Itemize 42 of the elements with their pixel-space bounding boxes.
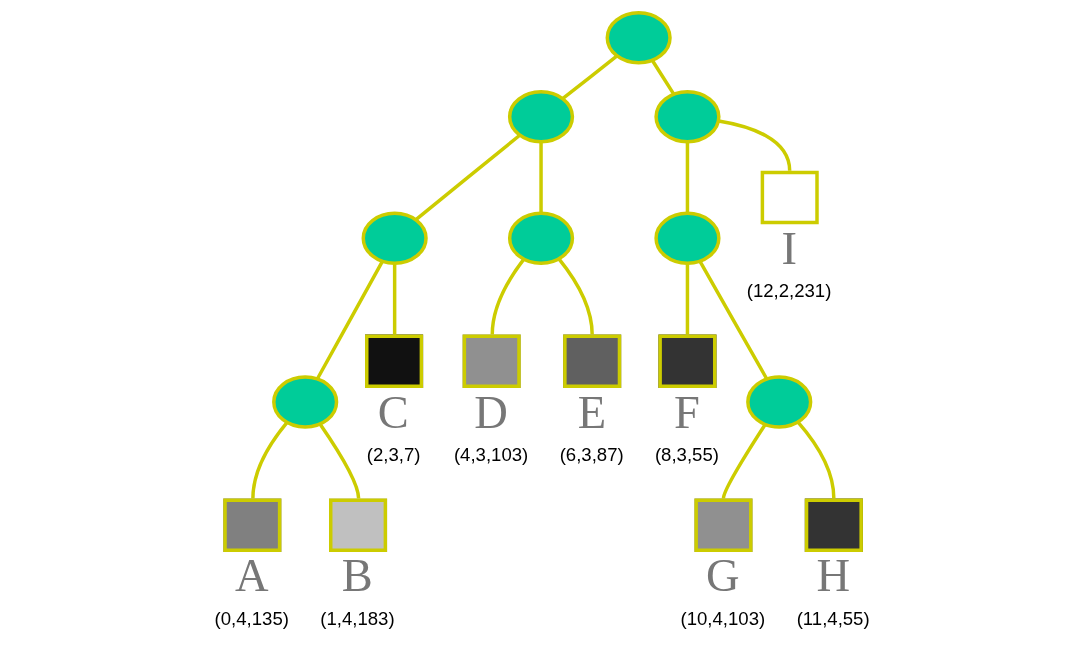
connector — [650, 59, 676, 95]
node-label: (12,2,231) — [746, 280, 832, 302]
connector — [392, 263, 397, 335]
node-circle — [746, 375, 813, 429]
node-circle — [507, 211, 575, 265]
node-circle — [272, 375, 339, 429]
node-label: (8,3,55) — [654, 444, 719, 466]
connector — [318, 423, 361, 499]
node-label: A — [234, 550, 269, 602]
node-label: H — [816, 550, 850, 602]
connector — [251, 421, 289, 499]
node-circle — [605, 11, 672, 65]
connector — [490, 258, 526, 335]
connector — [685, 263, 690, 335]
node-label: D — [474, 386, 508, 438]
connector — [557, 257, 594, 335]
node-label: (11,4,55) — [796, 607, 870, 629]
node-label: (2,3,7) — [366, 444, 421, 466]
node-label: C — [377, 386, 409, 438]
node-label: F — [674, 386, 700, 438]
connector — [721, 423, 767, 499]
node-label: E — [577, 386, 607, 438]
connector — [561, 54, 619, 100]
node-circle — [654, 90, 721, 144]
connector — [718, 119, 792, 171]
node-label: (10,4,103) — [680, 607, 766, 629]
connector — [698, 260, 769, 380]
node-circle — [361, 211, 428, 265]
node-circle — [654, 211, 721, 265]
node-label: B — [341, 550, 373, 602]
connector — [685, 142, 690, 213]
node-label: (0,4,135) — [214, 607, 289, 629]
node-label: (6,3,87) — [559, 444, 624, 466]
connector — [414, 133, 521, 222]
node-label: (4,3,103) — [453, 444, 529, 466]
node-label: I — [781, 222, 798, 274]
connector — [316, 260, 384, 380]
node-label: (1,4,183) — [320, 607, 395, 629]
node-circle — [507, 90, 575, 144]
node-label: G — [706, 550, 740, 602]
connector — [539, 142, 543, 213]
connector — [796, 421, 836, 499]
